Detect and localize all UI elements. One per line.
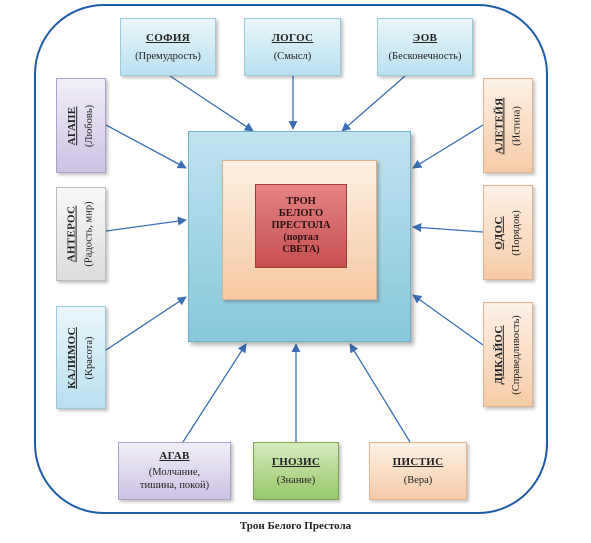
box-dikaios: ДИКАЙОС (Справедливость) [483,302,533,407]
arrow-kalimos [105,296,187,351]
box-title: СОФИЯ [145,31,191,44]
box-subtitle: (Премудрость) [135,50,201,62]
box-logos: ЛОГОС (Смысл) [244,18,341,76]
box-sofia: СОФИЯ (Премудрость) [120,18,216,76]
box-title: ДИКАЙОС [493,324,505,385]
arrow-agav [182,343,247,443]
box-subtitle: (Порядок) [510,209,522,256]
box-subtitle: (Красота) [84,335,96,380]
box-anteros: АНТЕРОС (Радость, мир) [56,187,106,281]
arrow-pistis [349,343,411,443]
arrow-aleteia [412,124,484,169]
box-pistis: ПИСТИС (Вера) [369,442,467,500]
arrow-dikaios [412,294,484,346]
arrow-odos [412,223,484,233]
arrow-agape [105,124,187,169]
box-subtitle: (Истина) [511,105,523,146]
arrow-sofia [169,75,254,132]
core-sub-line: СВЕТА) [282,244,320,255]
box-kalimos: КАЛИМОС (Красота) [56,306,106,409]
throne-core-box: ТРОН БЕЛОГО ПРЕСТОЛА (портал СВЕТА) [255,184,347,268]
core-title-line: ТРОН [286,196,316,207]
box-subtitle: (Молчание, тишина, покой) [140,466,209,492]
box-subtitle: (Справедливость) [511,314,522,395]
box-title: ЭОВ [412,31,438,44]
arrow-anteros [105,216,187,232]
box-agav: АГАВ (Молчание, тишина, покой) [118,442,231,500]
box-odos: ОДОС (Порядок) [483,185,533,280]
core-title-line: БЕЛОГО [278,208,324,219]
arrow-eov [341,75,406,132]
core-sub-line: (портал [283,232,319,243]
box-subtitle: (Радость, мир) [84,201,95,267]
box-title: ЛОГОС [271,31,314,44]
subtitle-line: тишина, покой) [139,480,210,491]
box-title: АГАПЕ [66,106,78,145]
box-subtitle: (Знание) [276,474,316,486]
box-subtitle: (Бесконечность) [388,50,462,62]
box-title: АЛЕТЕЙЯ [493,97,506,154]
box-subtitle: (Смысл) [273,50,312,62]
box-title: АГАВ [159,450,190,462]
box-subtitle: (Вера) [403,474,433,486]
box-eov: ЭОВ (Бесконечность) [377,18,473,76]
box-title: ОДОС [492,215,505,250]
diagram-caption: Трон Белого Престола [239,520,352,532]
box-title: КАЛИМОС [66,326,79,389]
outer-frame [34,4,548,514]
core-title-line: ПРЕСТОЛА [271,220,331,231]
box-title: АНТЕРОС [66,205,78,263]
box-title: ПИСТИС [392,455,444,468]
box-agape: АГАПЕ (Любовь) [56,78,106,173]
box-title: ГНОЗИС [271,455,321,468]
box-subtitle: (Любовь) [84,104,95,147]
subtitle-line: (Молчание, [148,467,201,478]
box-gnozis: ГНОЗИС (Знание) [253,442,339,500]
box-aleteia: АЛЕТЕЙЯ (Истина) [483,78,533,173]
